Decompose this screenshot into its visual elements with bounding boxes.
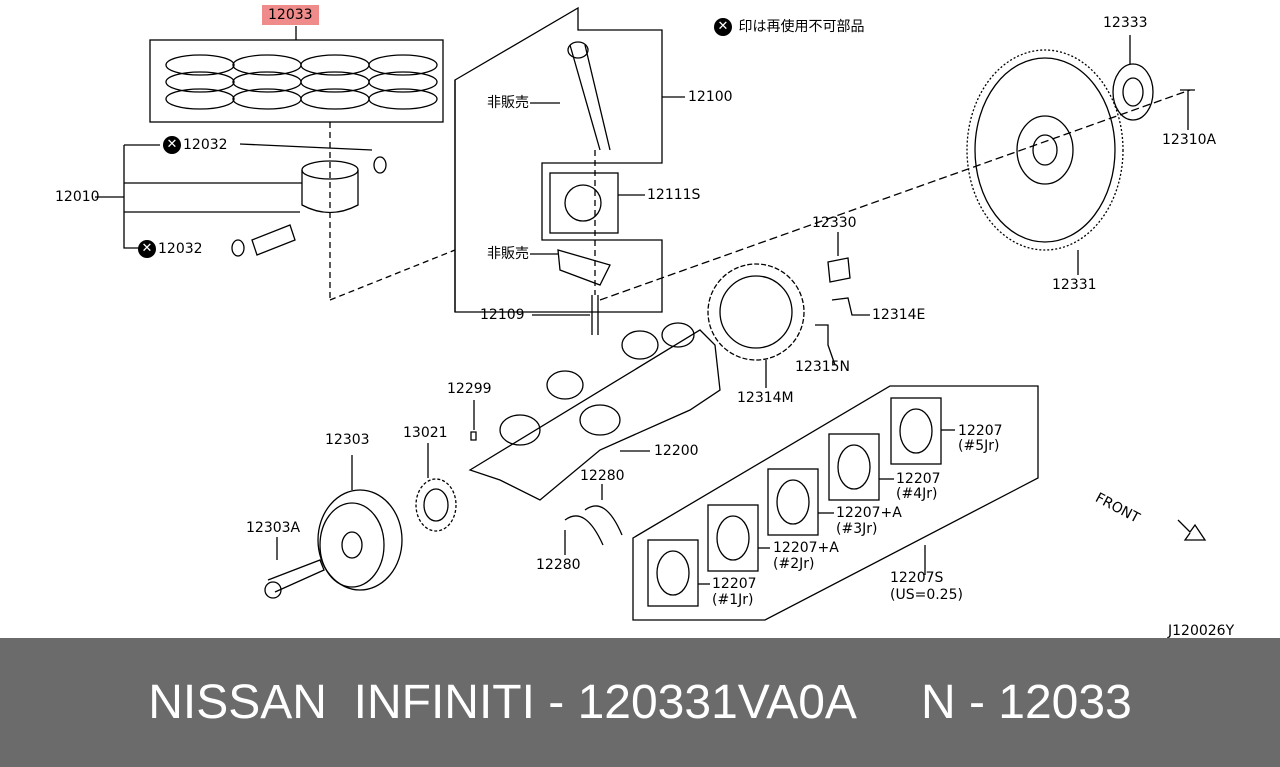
do-not-reuse-icon: ✕ [714,18,732,36]
part-13021-label[interactable]: 13021 [403,425,448,441]
part-12207A-2-label[interactable]: 12207+A [773,540,839,556]
part-12310A-label[interactable]: 12310A [1162,132,1217,148]
journal-1-note: (#1Jr) [712,592,754,608]
part-12303A-label[interactable]: 12303A [246,520,301,536]
part-12109-label[interactable]: 12109 [480,307,525,323]
part-12010-label[interactable]: 12010 [55,189,100,205]
part-12111S-label[interactable]: 12111S [647,187,701,203]
part-12207-1-label[interactable]: 12207 [712,576,757,592]
note-text: 印は再使用不可部品 [738,19,865,35]
journal-3-note: (#3Jr) [836,521,878,537]
do-not-reuse-note: ✕ 印は再使用不可部品 [714,18,864,36]
not-for-sale-label: 非販売 [487,246,529,262]
part-12303-label[interactable]: 12303 [325,432,370,448]
part-12207-4-label[interactable]: 12207 [896,471,941,487]
part-12280-label[interactable]: 12280 [580,468,625,484]
journal-2-note: (#2Jr) [773,556,815,572]
part-12207S-label[interactable]: 12207S [890,570,944,586]
part-12033-label-highlighted[interactable]: 12033 [262,5,319,25]
not-for-sale-label: 非販売 [487,95,529,111]
part-12207A-3-label[interactable]: 12207+A [836,505,902,521]
part-12207-5-label[interactable]: 12207 [958,423,1003,439]
part-12314M-label[interactable]: 12314M [737,390,794,406]
part-12333-label[interactable]: 12333 [1103,15,1148,31]
parts-diagram: 12033 ✕ 印は再使用不可部品 ✕12032 12010 ✕12032 非販… [55,5,1235,639]
part-12200-label[interactable]: 12200 [654,443,699,459]
footer-banner: NISSAN INFINITI - 120331VA0A N - 12033 [0,638,1280,767]
piston-rings [165,54,438,110]
crankshaft [468,322,721,501]
journal-4-note: (#4Jr) [896,486,938,502]
part-12032-bottom[interactable]: ✕12032 [138,240,203,258]
diagram-code: J120026Y [1168,623,1235,639]
part-12100-label[interactable]: 12100 [688,89,733,105]
do-not-reuse-icon: ✕ [163,136,181,154]
part-12280-label[interactable]: 12280 [536,557,581,573]
undersize-note: (US=0.25) [890,587,963,603]
part-12315N-label[interactable]: 12315N [795,359,851,375]
journal-5-note: (#5Jr) [958,438,1000,454]
part-12299-label[interactable]: 12299 [447,381,492,397]
part-12032-top[interactable]: ✕12032 [163,136,228,154]
part-12314E-label[interactable]: 12314E [872,307,926,323]
footer-part-number: NISSAN INFINITI - 120331VA0A N - 12033 [148,676,1132,729]
part-12330-label[interactable]: 12330 [812,215,857,231]
part-12331-label[interactable]: 12331 [1052,277,1097,293]
do-not-reuse-icon: ✕ [138,240,156,258]
diagram-drawing [95,6,1207,621]
